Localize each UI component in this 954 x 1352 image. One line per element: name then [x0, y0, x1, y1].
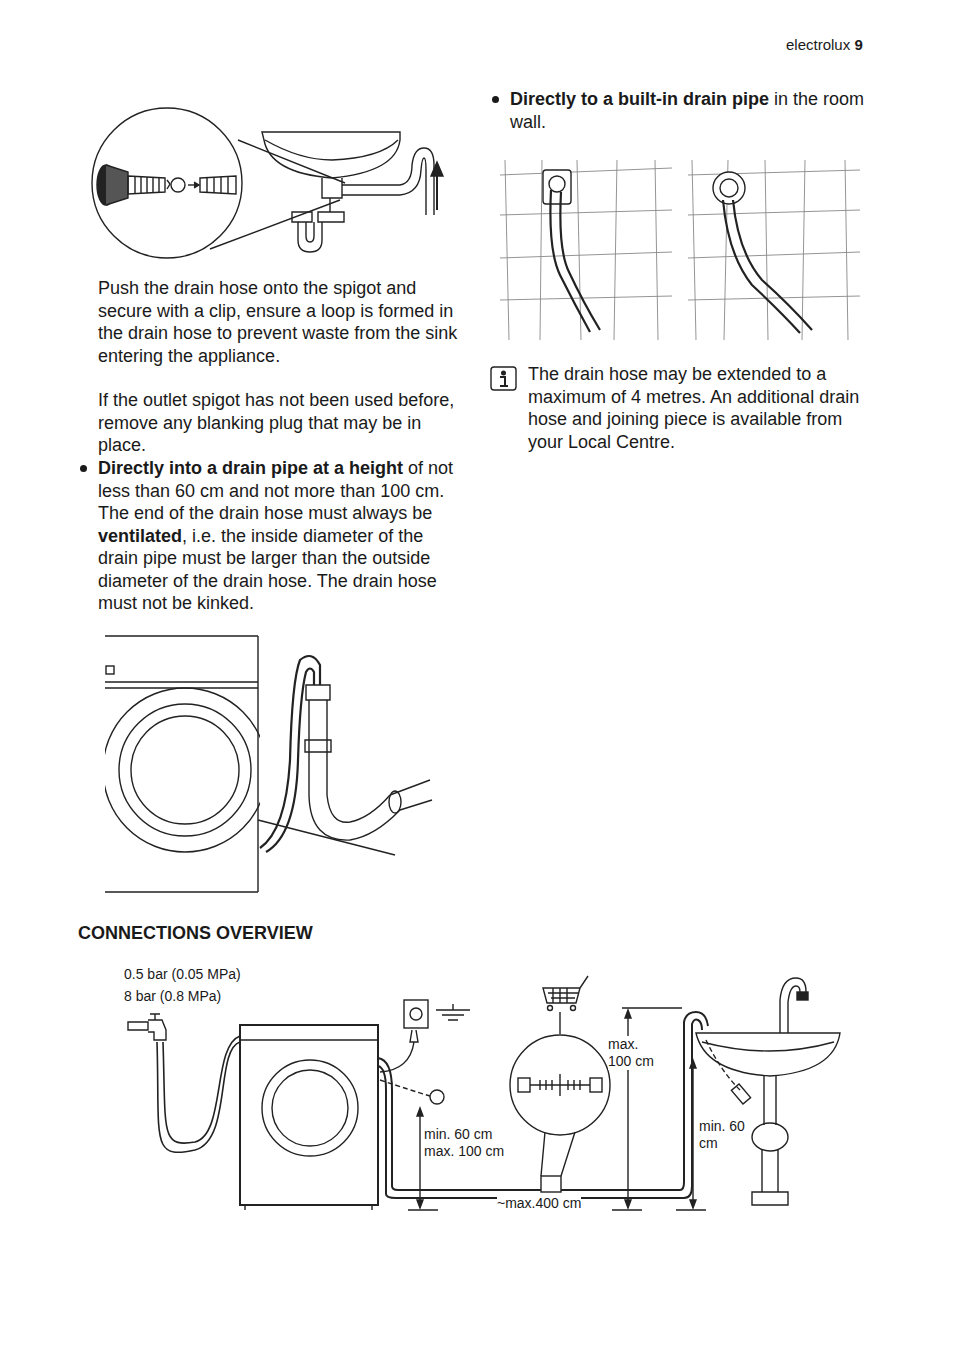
running-header: electrolux 9 [786, 36, 863, 54]
bullet [80, 465, 87, 472]
bullet [492, 96, 499, 103]
wall-drain-illustration [500, 160, 860, 340]
bullet-paragraph: Directly into a drain pipe at a height o… [98, 457, 466, 615]
dimension-label: ~max.400 cm [497, 1195, 581, 1212]
info-icon [491, 367, 516, 390]
bullet-paragraph: Directly to a built-in drain pipe in the… [510, 88, 866, 133]
standpipe-illustration [103, 636, 432, 892]
instruction-text: Push the drain hose onto the spigot and … [98, 277, 466, 367]
pressure-label: 0.5 bar (0.05 MPa) [124, 966, 241, 983]
overview-illustration [128, 976, 840, 1210]
page-number: 9 [854, 36, 862, 53]
dimension-label: min. 60 cm [699, 1118, 747, 1152]
pressure-label: 8 bar (0.8 MPa) [124, 988, 221, 1005]
brand-name: electrolux [786, 36, 850, 53]
bold-text: Directly to a built-in drain pipe [510, 89, 769, 109]
spigot-illustration [92, 108, 443, 258]
info-note: The drain hose may be extended to a maxi… [528, 363, 880, 453]
instruction-text: If the outlet spigot has not been used b… [98, 389, 466, 457]
dimension-label: max. 100 cm [608, 1036, 664, 1070]
bold-text: Directly into a drain pipe at a height [98, 458, 403, 478]
section-title: CONNECTIONS OVERVIEW [78, 922, 313, 944]
bold-text: ventilated [98, 526, 182, 546]
dimension-label: min. 60 cm max. 100 cm [424, 1126, 518, 1160]
